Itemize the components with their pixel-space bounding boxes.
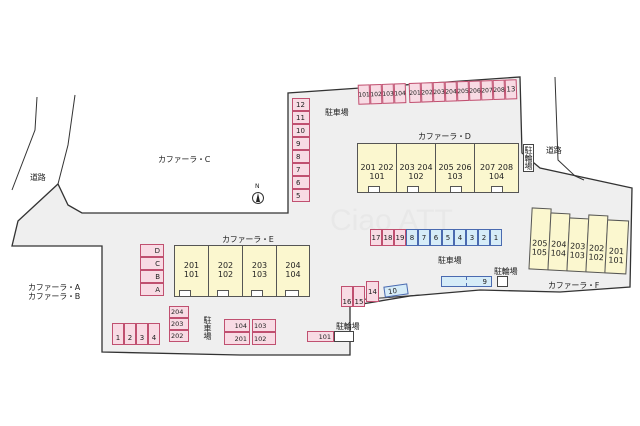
parking-space: 11 (292, 111, 310, 124)
parking-divider (466, 277, 467, 286)
parking-col-e: 204 203 202 (169, 306, 189, 342)
parking-space: 8 (292, 150, 310, 163)
parking-space: 2 (124, 323, 136, 345)
parking-label-left: 駐車場 (203, 316, 212, 340)
parking-space: 103 (252, 319, 276, 332)
parking-space: 6 (430, 229, 442, 246)
parking-space: 10 (292, 124, 310, 137)
parking-space: C (140, 257, 164, 270)
compass-north-icon (252, 192, 264, 204)
neighbor-a-label: カファーラ・A (28, 283, 81, 292)
parking-space: 102 (369, 83, 383, 105)
parking-space: 103 (381, 83, 395, 104)
parking-col-abcd: D C B A (140, 244, 164, 296)
parking-space: 19 (394, 229, 406, 246)
parking-row-bottom-left: 1 2 3 4 (112, 323, 160, 345)
neighbor-ab-label: カファーラ・A カファーラ・B (28, 283, 80, 301)
road-label-right: 道路 (546, 146, 562, 155)
parking-space: 1 (112, 323, 124, 345)
parking-space: 204 (169, 306, 189, 318)
parking-space: 5 (292, 189, 310, 202)
parking-row-mid: 17 18 19 8 7 6 5 4 3 2 1 (370, 229, 502, 246)
parking-space: 9 (292, 137, 310, 150)
parking-col-left: 12 11 10 9 8 7 6 5 (292, 98, 310, 202)
parking-space: 12 (292, 98, 310, 111)
parking-space: A (140, 283, 164, 296)
parking-space: 7 (418, 229, 430, 246)
parking-space: 102 (252, 332, 276, 345)
parking-space: 5 (442, 229, 454, 246)
bike-box-mid (497, 276, 508, 287)
compass-n-label: N (255, 183, 260, 190)
parking-space: 14 (366, 281, 379, 302)
neighbor-c-label: カファーラ・C (158, 155, 211, 164)
parking-space: 18 (382, 229, 394, 246)
parking-space: 203 (169, 318, 189, 330)
parking-space: 3 (466, 229, 478, 246)
parking-space: 101 (357, 84, 371, 105)
parking-space: 208 (492, 79, 506, 101)
parking-pair-right: 103 102 (252, 319, 276, 345)
parking-space: 4 (454, 229, 466, 246)
parking-space: 204 (444, 81, 458, 102)
building-f-label: カファーラ・F (548, 281, 600, 290)
parking-pair-left: 104 201 (224, 319, 250, 345)
parking-space: 15 (353, 286, 365, 307)
parking-space: 7 (292, 163, 310, 176)
parking-space: 2 (478, 229, 490, 246)
parking-space: 4 (148, 323, 160, 345)
building-d-label: カファーラ・D (418, 132, 471, 141)
parking-space: 104 (224, 319, 250, 332)
parking-label-top: 駐車場 (325, 108, 349, 117)
bike-box-bottom (334, 331, 354, 342)
bike-label-mid: 駐輪場 (494, 267, 518, 276)
parking-space: 1 (490, 229, 502, 246)
bike-label-bottom: 駐輪場 (336, 322, 360, 331)
parking-space: 3 (136, 323, 148, 345)
parking-space: 17 (370, 229, 382, 246)
parking-space: 205 (456, 80, 470, 102)
parking-space: 201 (224, 332, 250, 345)
parking-space: 8 (406, 229, 418, 246)
parking-space: D (140, 244, 164, 257)
parking-space: 16 (341, 286, 353, 307)
parking-space: 6 (292, 176, 310, 189)
parking-space: 104 (393, 83, 407, 104)
neighbor-b-label: カファーラ・B (28, 292, 81, 301)
parking-space: 207 (480, 80, 494, 101)
road-label-left: 道路 (30, 173, 46, 182)
parking-space: 101 (307, 331, 334, 342)
parking-space: 206 (468, 80, 482, 101)
bike-label-top: 駐輪場 (523, 144, 534, 172)
parking-space: 202 (169, 330, 189, 342)
parking-space: 13 (504, 79, 518, 100)
parking-space: 203 (432, 81, 446, 103)
parking-space: B (140, 270, 164, 283)
parking-space: 202 (420, 82, 434, 103)
building-e-label: カファーラ・E (222, 235, 274, 244)
parking-label-mid: 駐車場 (438, 256, 462, 265)
parking-space: 201 (408, 82, 422, 103)
